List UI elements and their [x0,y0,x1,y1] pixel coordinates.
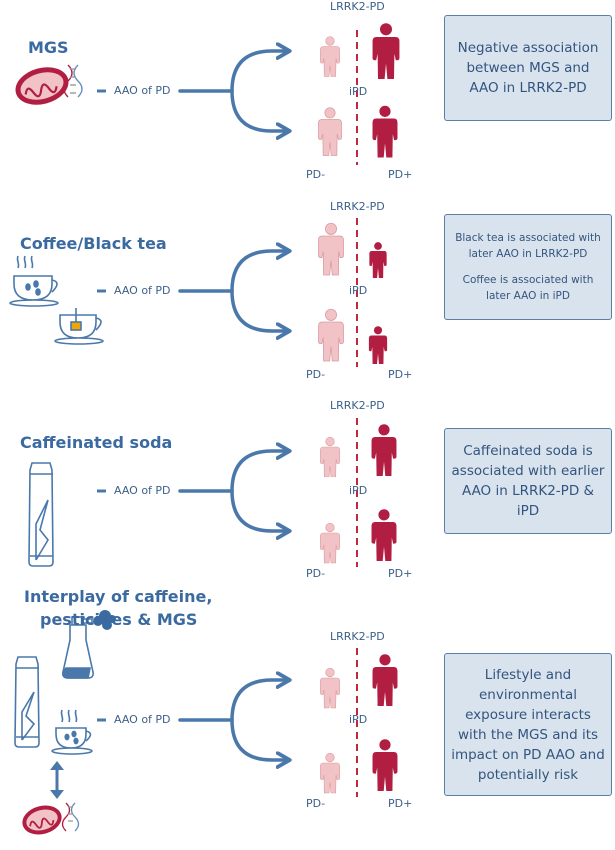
aao-label: AAO of PD [114,713,171,726]
section-title-interplay-line2: pesticides & MGS [40,610,198,629]
pd-minus-label: PD- [306,168,326,181]
pd-plus-person-icon [369,242,387,278]
finding-box-coffee-tea: Black tea is associated with later AAO i… [444,214,612,320]
pd-minus-person-icon [320,437,340,477]
lrrk2-pd-label: LRRK2-PD [330,630,385,643]
lrrk2-pd-label: LRRK2-PD [330,200,385,213]
section-interplay [14,610,398,835]
tea-cup-icon [54,308,104,345]
soda-can-icon [28,462,54,567]
ipd-label: iPD [349,484,368,497]
pd-plus-person-icon [371,424,397,476]
split-arrows [178,251,288,331]
pd-plus-label: PD+ [388,567,413,580]
pd-plus-label: PD+ [388,168,413,181]
pd-plus-person-icon [371,509,397,561]
section-title-mgs: MGS [28,38,69,57]
finding-box-mgs: Negative association between MGS and AAO… [444,15,612,121]
split-arrows [178,680,288,760]
pd-minus-person-icon [318,107,342,157]
mitochondrion-icon [22,805,62,835]
pd-minus-person-icon [320,667,340,709]
finding-text: Caffeinated soda is associated with earl… [451,443,605,519]
ipd-label: iPD [349,85,368,98]
coffee-cup-icon [9,255,59,307]
aao-label: AAO of PD [114,284,171,297]
aao-label: AAO of PD [114,484,171,497]
pd-minus-person-icon [318,222,344,276]
section-title-interplay-line1: Interplay of caffeine, [24,587,213,606]
pd-minus-label: PD- [306,567,326,580]
pd-plus-person-icon [372,654,398,706]
pd-minus-person-icon [318,308,344,362]
pd-minus-label: PD- [306,368,326,381]
finding-text-black-tea: Black tea is associated with later AAO i… [455,232,601,260]
section-soda [28,418,397,567]
section-mgs [15,23,400,165]
pd-minus-label: PD- [306,797,326,810]
pd-minus-person-icon [320,522,340,564]
pd-minus-person-icon [320,752,340,794]
lrrk2-pd-label: LRRK2-PD [330,0,385,13]
pd-plus-person-icon [372,23,400,79]
pesticide-spray-icon [62,610,116,679]
finding-text-coffee: Coffee is associated with later AAO in i… [462,274,594,302]
lrrk2-pd-label: LRRK2-PD [330,399,385,412]
double-arrow-icon [50,761,64,799]
pd-plus-person-icon [368,326,388,364]
soda-can-icon [14,656,40,748]
dna-icon [61,802,80,832]
split-arrows [178,451,288,531]
mitochondrion-icon [15,67,69,105]
ipd-label: iPD [349,284,368,297]
pd-plus-person-icon [372,105,398,158]
split-arrows [178,51,288,131]
finding-text: Negative association between MGS and AAO… [457,40,599,96]
pd-plus-label: PD+ [388,797,413,810]
coffee-cup-icon [51,709,93,755]
finding-box-interplay: Lifestyle and environmental exposure int… [444,653,612,796]
aao-label: AAO of PD [114,84,171,97]
ipd-label: iPD [349,713,368,726]
pd-minus-person-icon [320,36,340,78]
finding-box-soda: Caffeinated soda is associated with earl… [444,428,612,534]
finding-text: Lifestyle and environmental exposure int… [451,666,605,783]
section-title-soda: Caffeinated soda [20,433,173,452]
section-coffee-tea [9,218,388,367]
pd-plus-person-icon [372,739,398,791]
section-title-coffee-tea: Coffee/Black tea [20,234,167,253]
pd-plus-label: PD+ [388,368,413,381]
dna-icon [63,64,83,98]
